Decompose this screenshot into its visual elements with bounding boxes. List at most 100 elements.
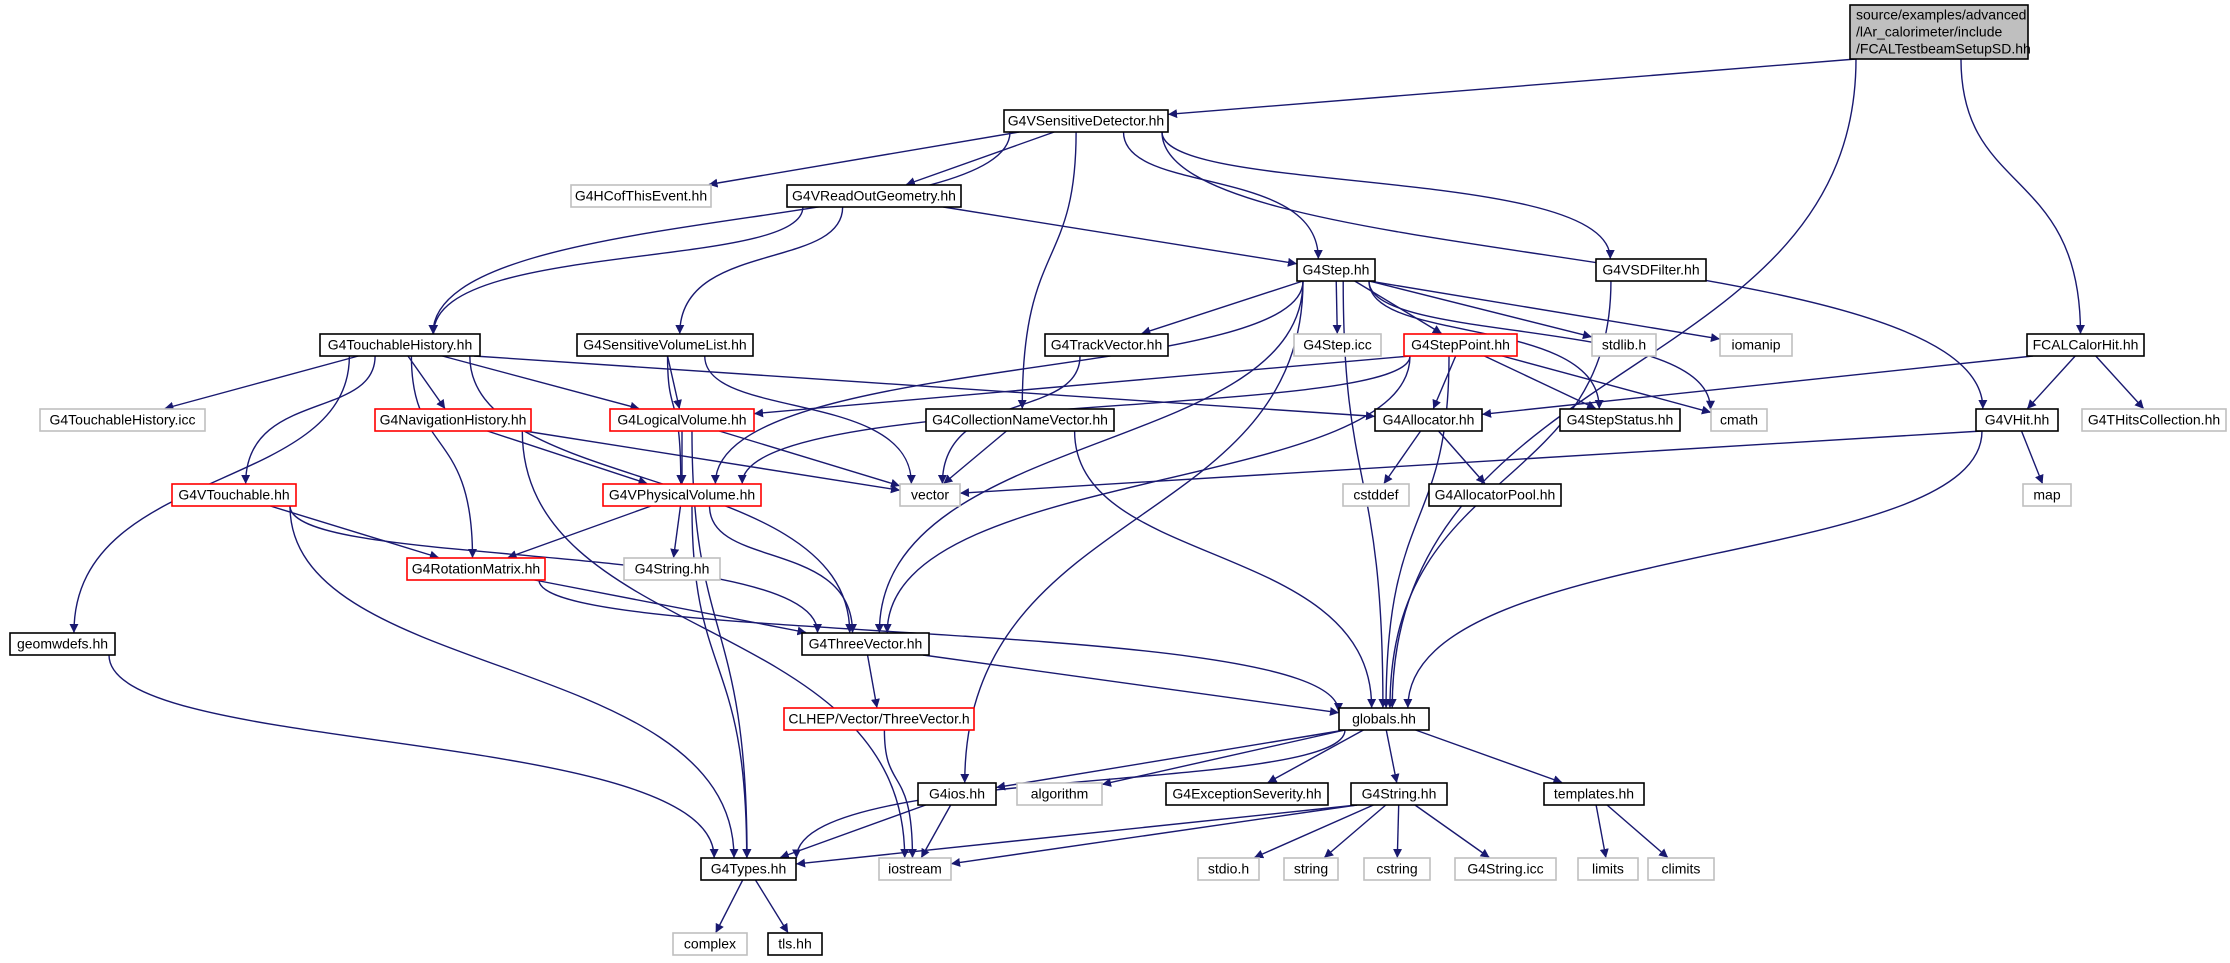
node-g4step[interactable]: G4Step.hh — [1296, 258, 1376, 282]
node-g4string[interactable]: G4String.hh — [1350, 782, 1448, 806]
node-g4thitscollection[interactable]: G4THitsCollection.hh — [2081, 408, 2227, 432]
node-label-climits: climits — [1662, 861, 1701, 877]
node-box-vector — [899, 483, 961, 507]
node-root[interactable]: source/examples/advanced/lAr_calorimeter… — [1849, 4, 2031, 60]
dependency-edge-g4types-to-tls — [754, 879, 789, 933]
node-globals[interactable]: globals.hh — [1338, 707, 1430, 731]
node-g4vsdfilter[interactable]: G4VSDFilter.hh — [1595, 258, 1707, 282]
dependency-edge-g4allocator-to-cstddef — [1383, 430, 1422, 484]
dependency-edge-g4step-to-iomanip — [1368, 280, 1720, 343]
node-box-g4touchablehistoryicc — [39, 408, 206, 432]
node-g4rotationmatrix[interactable]: G4RotationMatrix.hh — [406, 557, 546, 581]
node-vector[interactable]: vector — [899, 483, 961, 507]
node-g4vhit[interactable]: G4VHit.hh — [1975, 408, 2059, 432]
node-templates[interactable]: templates.hh — [1543, 782, 1645, 806]
node-stdio[interactable]: stdio.h — [1197, 857, 1260, 881]
node-cmath[interactable]: cmath — [1710, 408, 1768, 432]
dependency-edge-g4steppoint-to-g4logicalvolume — [754, 355, 1411, 418]
node-label-root-line-1: /lAr_calorimeter/include — [1856, 24, 2002, 40]
node-g4navigationhistory[interactable]: G4NavigationHistory.hh — [374, 408, 532, 432]
dependency-edge-root-to-fcalcalorhit — [1960, 58, 2085, 334]
node-g4types[interactable]: G4Types.hh — [700, 857, 797, 881]
dependency-edge-g4string-to-string — [1323, 804, 1387, 859]
node-stdlib[interactable]: stdlib.h — [1591, 333, 1657, 357]
dependency-edge-g4string-to-iostream — [951, 804, 1358, 867]
node-box-map — [2022, 483, 2072, 507]
dependency-edge-g4vsd-to-g4vhit — [1161, 131, 1988, 409]
node-g4ios[interactable]: G4ios.hh — [917, 782, 997, 806]
node-layer: source/examples/advanced/lAr_calorimeter… — [9, 4, 2227, 956]
node-label-g4vsd: G4VSensitiveDetector.hh — [1008, 113, 1164, 129]
node-box-stdio — [1197, 857, 1260, 881]
node-g4allocator[interactable]: G4Allocator.hh — [1374, 408, 1483, 432]
node-box-g4sensitivevolumelist — [576, 333, 754, 357]
dependency-edge-g4vsdfilter-to-globals — [1385, 280, 1612, 708]
node-label-g4vtouchable: G4VTouchable.hh — [178, 487, 289, 503]
node-string[interactable]: string — [1283, 857, 1339, 881]
node-label-g4trackvector: G4TrackVector.hh — [1051, 337, 1163, 353]
dependency-edge-g4vhit-to-globals — [1403, 430, 1983, 708]
node-geomwdefs[interactable]: geomwdefs.hh — [9, 632, 116, 656]
node-label-g4exceptionseverity: G4ExceptionSeverity.hh — [1172, 786, 1321, 802]
dependency-edge-g4vreadoutgeometry-to-g4sensitivevolumelist — [675, 206, 844, 334]
node-limits[interactable]: limits — [1577, 857, 1639, 881]
dependency-edge-g4step-to-g4ios — [960, 280, 1304, 783]
node-label-tls: tls.hh — [778, 936, 811, 952]
dependency-edge-fcalcalorhit-to-g4allocator — [1482, 355, 2034, 418]
node-label-g4allocator: G4Allocator.hh — [1383, 412, 1475, 428]
node-label-g4sensitivevolumelist: G4SensitiveVolumeList.hh — [583, 337, 746, 353]
node-cstring[interactable]: cstring — [1363, 857, 1431, 881]
dependency-edge-root-to-g4vsd — [1168, 58, 1857, 119]
node-fcalcalorhit[interactable]: FCALCalorHit.hh — [2026, 333, 2145, 357]
node-g4vsd[interactable]: G4VSensitiveDetector.hh — [1003, 109, 1169, 133]
node-label-g4stepstatus: G4StepStatus.hh — [1567, 412, 1674, 428]
node-clhepthreevector[interactable]: CLHEP/Vector/ThreeVector.h — [783, 707, 975, 731]
node-g4stepicc[interactable]: G4Step.icc — [1293, 333, 1382, 357]
node-g4exceptionseverity[interactable]: G4ExceptionSeverity.hh — [1165, 782, 1329, 806]
node-label-clhepthreevector: CLHEP/Vector/ThreeVector.h — [788, 711, 969, 727]
node-g4stepstatus[interactable]: G4StepStatus.hh — [1559, 408, 1681, 432]
dependency-edge-g4vsd-to-g4collectionnamevector — [1017, 131, 1077, 409]
node-label-g4hcofthisevent: G4HCofThisEvent.hh — [575, 188, 707, 204]
node-g4touchablehistory[interactable]: G4TouchableHistory.hh — [319, 333, 481, 357]
dependency-edge-g4string-to-stdio — [1254, 804, 1374, 859]
dependency-edge-g4sensitivevolumelist-to-g4logicalvolume — [666, 355, 682, 409]
node-box-g4hcofthisevent — [570, 184, 712, 208]
node-g4stringsys[interactable]: G4String.hh — [623, 557, 721, 581]
node-iostream[interactable]: iostream — [878, 857, 952, 881]
node-label-fcalcalorhit: FCALCalorHit.hh — [2033, 337, 2139, 353]
node-g4collectionnamevector[interactable]: G4CollectionNameVector.hh — [925, 408, 1115, 432]
node-box-cmath — [1710, 408, 1768, 432]
dependency-edge-g4step-to-g4vphysicalvolume — [710, 280, 1304, 484]
node-complex[interactable]: complex — [672, 932, 748, 956]
node-tls[interactable]: tls.hh — [767, 932, 823, 956]
node-box-fcalcalorhit — [2026, 333, 2145, 357]
node-g4trackvector[interactable]: G4TrackVector.hh — [1044, 333, 1169, 357]
node-g4vtouchable[interactable]: G4VTouchable.hh — [171, 483, 297, 507]
node-algorithm[interactable]: algorithm — [1016, 782, 1103, 806]
node-g4vphysicalvolume[interactable]: G4VPhysicalVolume.hh — [602, 483, 762, 507]
node-iomanip[interactable]: iomanip — [1719, 333, 1793, 357]
node-g4sensitivevolumelist[interactable]: G4SensitiveVolumeList.hh — [576, 333, 754, 357]
node-box-g4touchablehistory — [319, 333, 481, 357]
node-map[interactable]: map — [2022, 483, 2072, 507]
node-g4logicalvolume[interactable]: G4LogicalVolume.hh — [609, 408, 755, 432]
node-box-g4vhit — [1975, 408, 2059, 432]
dependency-edge-g4steppoint-to-g4allocator — [1432, 355, 1457, 409]
node-box-iomanip — [1719, 333, 1793, 357]
node-g4hcofthisevent[interactable]: G4HCofThisEvent.hh — [570, 184, 712, 208]
node-g4allocatorpool[interactable]: G4AllocatorPool.hh — [1428, 483, 1562, 507]
dependency-edge-g4string-to-cstring — [1393, 804, 1403, 858]
node-box-cstddef — [1342, 483, 1410, 507]
node-g4threevector[interactable]: G4ThreeVector.hh — [801, 632, 930, 656]
node-cstddef[interactable]: cstddef — [1342, 483, 1410, 507]
node-label-g4stringicc: G4String.icc — [1467, 861, 1543, 877]
node-climits[interactable]: climits — [1647, 857, 1715, 881]
node-label-g4vreadoutgeometry: G4VReadOutGeometry.hh — [792, 188, 956, 204]
node-g4touchablehistoryicc[interactable]: G4TouchableHistory.icc — [39, 408, 206, 432]
node-g4steppoint[interactable]: G4StepPoint.hh — [1403, 333, 1518, 357]
node-g4vreadoutgeometry[interactable]: G4VReadOutGeometry.hh — [786, 184, 962, 208]
node-label-map: map — [2033, 487, 2060, 503]
node-g4stringicc[interactable]: G4String.icc — [1454, 857, 1557, 881]
node-box-g4stringicc — [1454, 857, 1557, 881]
